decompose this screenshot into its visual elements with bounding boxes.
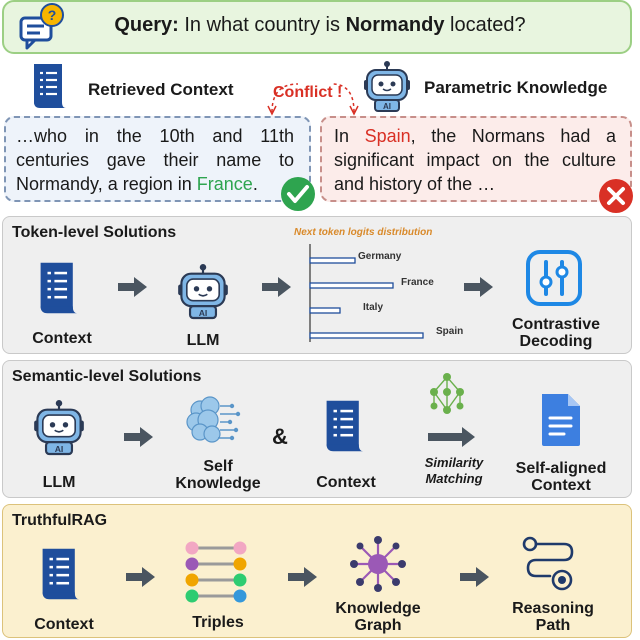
retrieved-answer: France [196,174,253,194]
arrow-icon [126,567,155,587]
arrow-icon [428,427,475,447]
ampersand: & [272,424,288,449]
brain-circuit-icon [186,396,242,446]
equalizer-icon [526,250,582,306]
parametric-knowledge-box [320,116,632,202]
similarity-matching-label: Similarity Matching [424,455,484,486]
self-aligned-context-label: Self-aligned Context [515,460,607,494]
arrow-icon [464,277,493,297]
arrow-icon [460,567,489,587]
triples-icon [180,540,252,606]
query-text: Query: In what country is Normandy locat… [114,14,526,36]
arrow-icon [262,277,291,297]
token-level-title: Token-level Solutions [12,224,177,241]
logits-chart-title: Next token logits distribution [294,227,433,238]
conflict-label: Conflict ! [273,84,343,101]
chat-question-icon: ? [18,2,68,52]
neural-network-icon [426,372,468,416]
robot-icon: AI [362,60,412,112]
logit-bar-spain [309,332,424,339]
parametric-knowledge-title: Parametric Knowledge [424,78,608,97]
semantic-level-title: Semantic-level Solutions [12,368,202,385]
svg-text:AI: AI [55,444,64,454]
document-icon [36,258,82,318]
bar-label-france: France [401,277,434,288]
logits-chart [309,244,424,342]
llm-label: LLM [186,332,220,349]
robot-icon: AI [32,398,86,456]
cross-icon [598,178,634,214]
retrieved-context-title: Retrieved Context [88,80,234,99]
parametric-knowledge-text: In Spain, the Normans had a significant … [334,126,616,194]
context-label: Context [32,330,92,347]
logit-bar-germany [309,257,356,264]
context-label: Context [316,474,376,491]
context-label: Context [34,616,94,633]
file-doc-icon [538,392,582,448]
bar-label-spain: Spain [436,326,464,337]
document-icon [38,544,84,604]
query-label: Query: [114,14,179,36]
knowledge-graph-icon [346,534,410,596]
parametric-answer: Spain [364,126,411,146]
triples-label: Triples [192,614,244,631]
contrastive-decoding-label: Contrastive Decoding [511,316,601,350]
self-knowledge-label: Self Knowledge [175,458,261,492]
truthfulrag-title: TruthfulRAG [12,512,108,529]
query-entity: Normandy [345,14,445,36]
llm-label: LLM [42,474,76,491]
arrow-icon [288,567,317,587]
svg-text:?: ? [48,7,57,23]
svg-text:AI: AI [199,308,208,318]
retrieved-context-box [4,116,311,202]
retrieved-context-text: …who in the 10th and 11th centuries gave… [16,126,294,194]
robot-icon: AI [176,262,230,320]
reasoning-path-icon [520,536,580,594]
document-icon [30,62,70,110]
check-icon [280,176,316,212]
conflict-arrow-icon [267,83,359,116]
arrow-icon [124,427,153,447]
reasoning-path-label: Reasoning Path [512,600,594,634]
semantic-level-panel [2,360,632,498]
svg-text:AI: AI [383,102,391,111]
query-box [2,0,632,54]
arrow-icon [118,277,147,297]
logit-bar-france [309,282,394,289]
knowledge-graph-label: Knowledge Graph [335,600,421,634]
bar-label-germany: Germany [358,251,402,262]
bar-label-italy: Italy [363,302,384,313]
document-icon [322,396,368,456]
logit-bar-italy [309,307,341,314]
